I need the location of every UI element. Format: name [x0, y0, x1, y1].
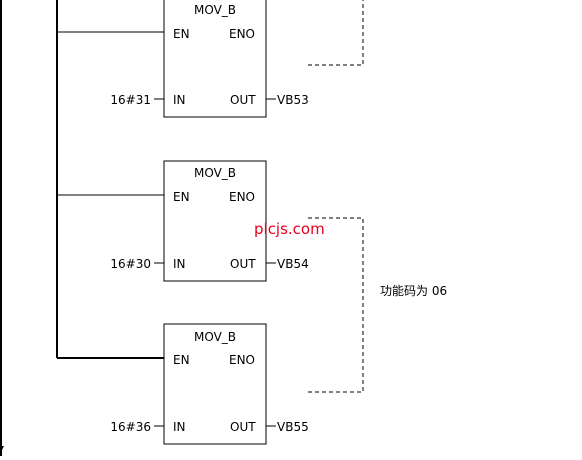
block-title: MOV_B	[194, 3, 236, 17]
block-title: MOV_B	[194, 330, 236, 344]
eno-label: ENO	[229, 353, 255, 367]
eno-label: ENO	[229, 190, 255, 204]
function-code-annotation: 功能码为 06	[380, 284, 447, 298]
in-value: 16#36	[110, 420, 151, 434]
en-label: EN	[173, 190, 190, 204]
watermark-text: plcjs.com	[254, 220, 325, 238]
in-label: IN	[173, 420, 186, 434]
out-label: OUT	[230, 257, 256, 271]
out-value: VB54	[277, 257, 309, 271]
eno-label: ENO	[229, 27, 255, 41]
out-label: OUT	[230, 420, 256, 434]
mov-block-3: MOV_B EN ENO IN OUT 16#36 VB55	[110, 323, 309, 445]
dashed-bracket-top	[308, 0, 364, 66]
block-box	[163, 323, 267, 445]
dashed-bracket-main	[308, 217, 364, 393]
mov-block-1: MOV_B EN ENO IN OUT 16#31 VB53	[110, 0, 309, 118]
block-box	[163, 0, 267, 118]
rail-arrow	[0, 446, 4, 452]
block-box	[163, 160, 267, 282]
en-label: EN	[173, 27, 190, 41]
out-value: VB55	[277, 420, 309, 434]
in-value: 16#30	[110, 257, 151, 271]
in-label: IN	[173, 93, 186, 107]
out-label: OUT	[230, 93, 256, 107]
out-value: VB53	[277, 93, 309, 107]
block-title: MOV_B	[194, 166, 236, 180]
en-label: EN	[173, 353, 190, 367]
mov-block-2: MOV_B EN ENO IN OUT 16#30 VB54	[110, 160, 309, 282]
in-label: IN	[173, 257, 186, 271]
in-value: 16#31	[110, 93, 151, 107]
